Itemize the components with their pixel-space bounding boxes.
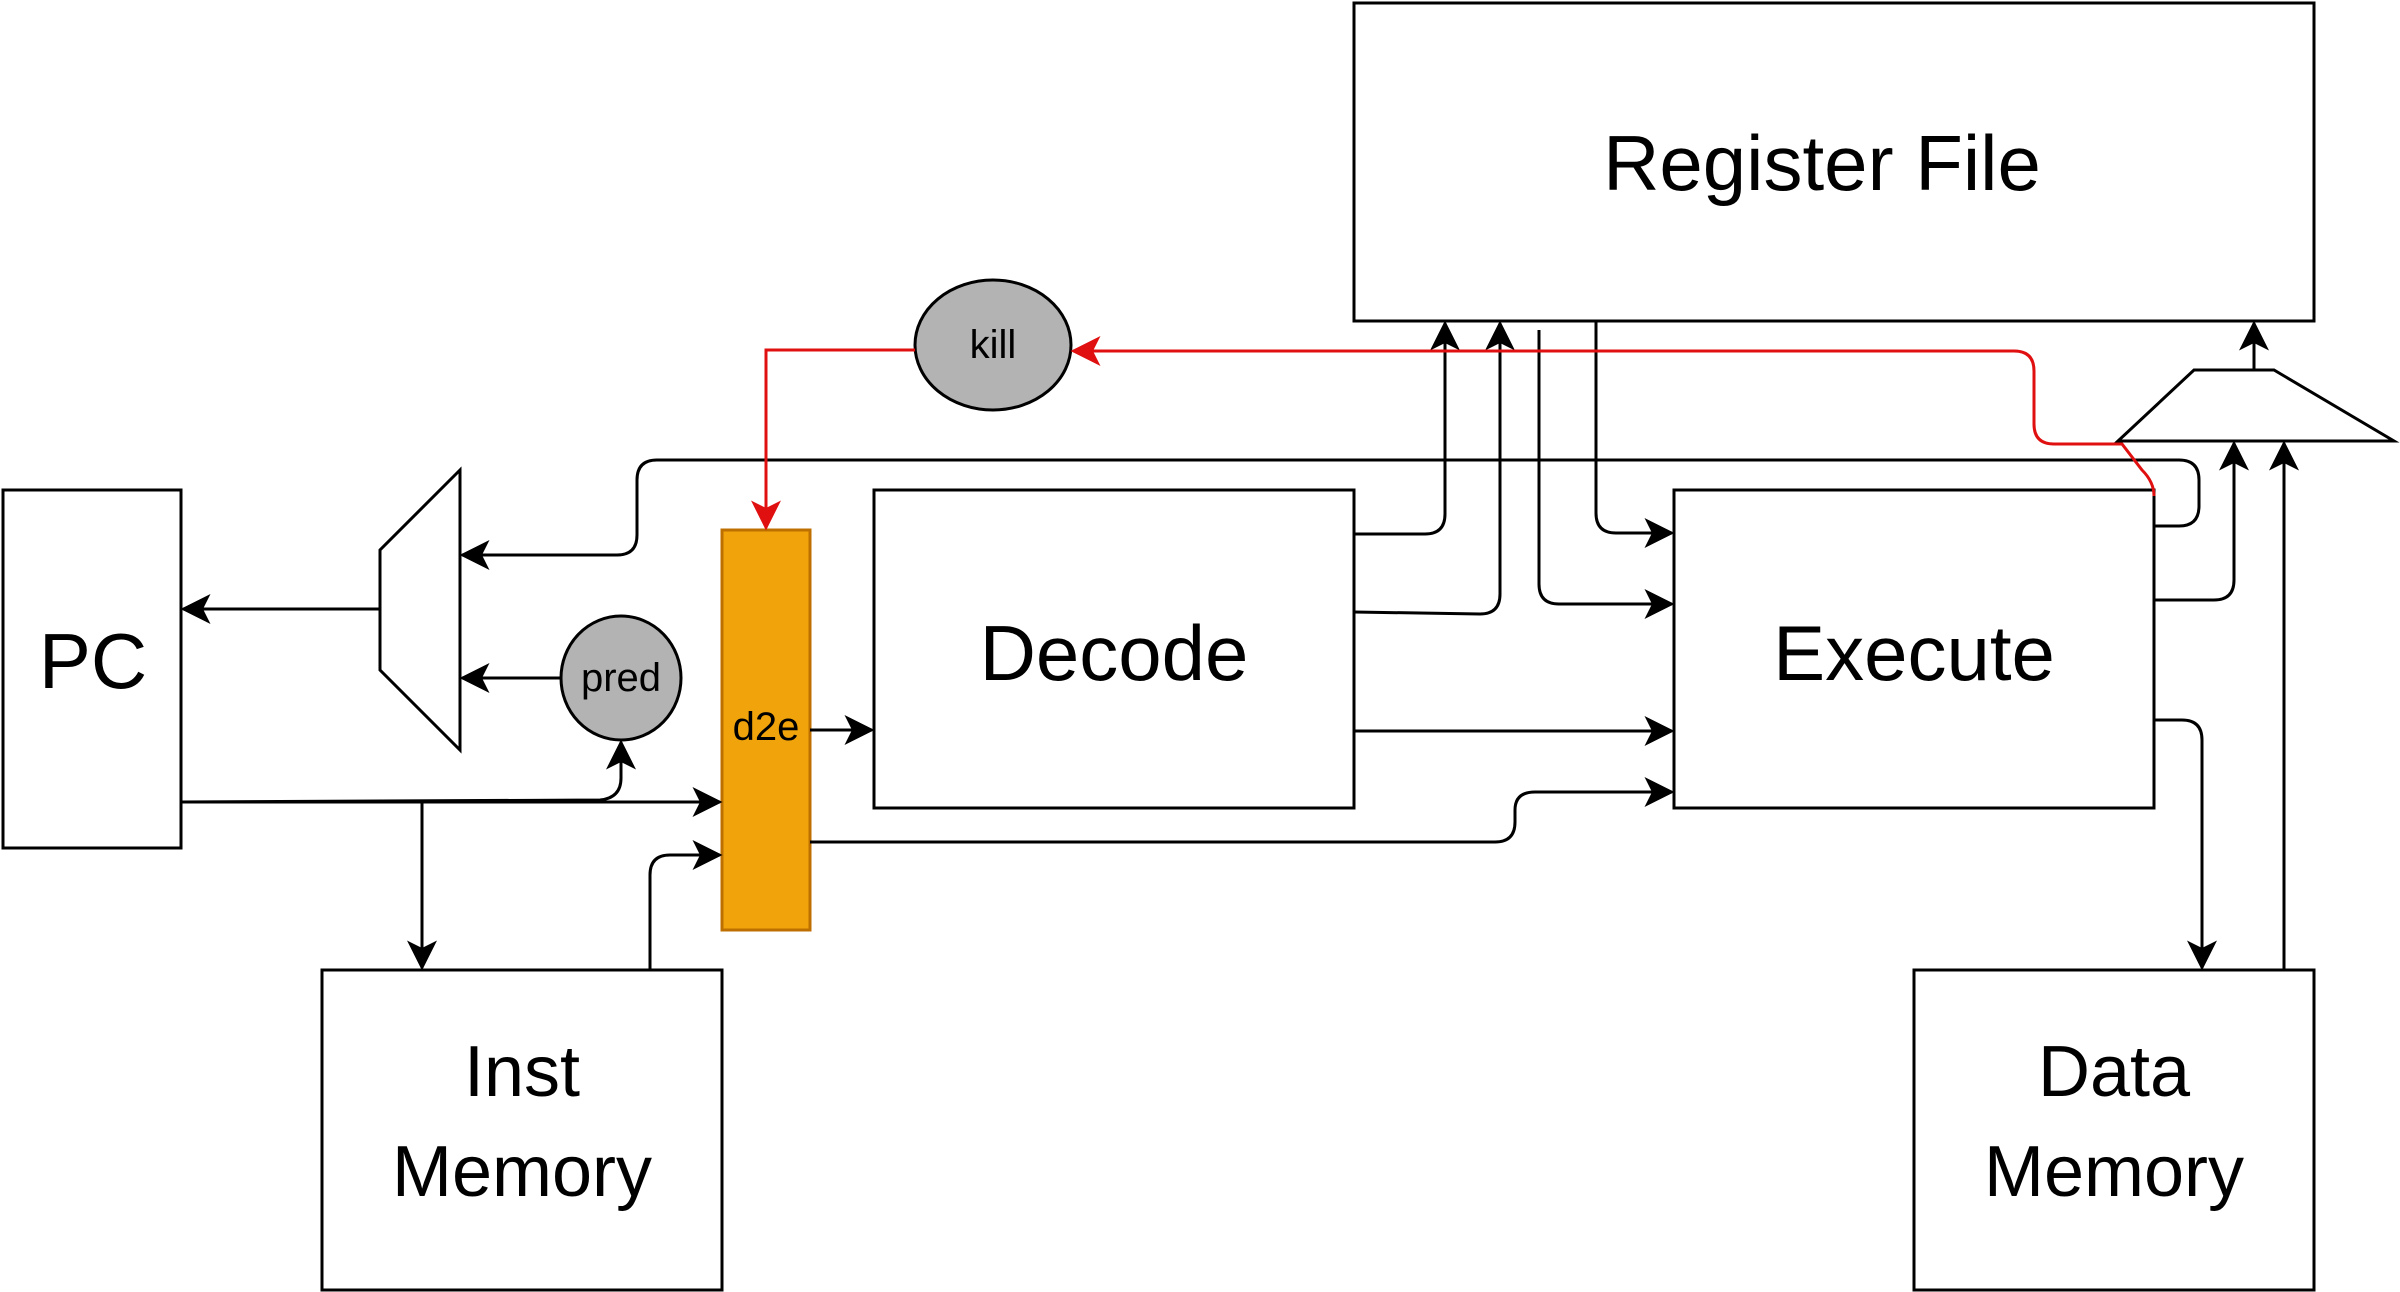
pc-select-mux bbox=[378, 466, 462, 754]
pc-to-pred-wire bbox=[180, 739, 636, 804]
execute-redirect-to-mux-wire bbox=[459, 458, 2201, 570]
execute-kill-to-kill-node-wire bbox=[1070, 336, 2156, 497]
data-memory-label-line1: Data bbox=[2038, 1032, 2191, 1112]
d2e-bypass-to-execute-wire bbox=[810, 777, 1675, 844]
regfile-data1-to-execute-wire bbox=[1594, 321, 1675, 548]
d2e-label: d2e bbox=[733, 705, 800, 749]
execute-to-data-memory-wire bbox=[2154, 718, 2217, 971]
pc-label: PC bbox=[39, 617, 147, 705]
execute-block: Execute bbox=[1672, 488, 2156, 810]
decode-to-regfile-read2-wire bbox=[1353, 320, 1515, 616]
wires bbox=[180, 320, 2299, 971]
decode-block: Decode bbox=[872, 488, 1356, 810]
register-file-block: Register File bbox=[1352, 1, 2316, 323]
inst-memory-label-line1: Inst bbox=[464, 1032, 580, 1112]
decode-to-regfile-read1-wire bbox=[1354, 320, 1460, 536]
pc-block: PC bbox=[1, 488, 183, 850]
execute-label: Execute bbox=[1773, 609, 2055, 697]
d2e-register: d2e bbox=[720, 528, 812, 932]
pred-label: pred bbox=[581, 656, 661, 700]
data-memory-label-line2: Memory bbox=[1984, 1132, 2244, 1212]
execute-to-writeback-mux-wire bbox=[2154, 440, 2249, 602]
inst-memory-block: Inst Memory bbox=[320, 968, 724, 1292]
pred-node: pred bbox=[559, 614, 683, 742]
register-file-label: Register File bbox=[1603, 119, 2041, 207]
inst-memory-label-line2: Memory bbox=[392, 1132, 652, 1212]
kill-node-to-d2e-wire bbox=[751, 348, 915, 531]
inst-memory-to-d2e-wire bbox=[648, 840, 723, 970]
kill-label: kill bbox=[970, 323, 1017, 367]
regfile-data2-to-execute-wire bbox=[1537, 330, 1675, 619]
decode-label: Decode bbox=[980, 609, 1249, 697]
writeback-mux bbox=[2114, 368, 2400, 443]
data-memory-block: Data Memory bbox=[1912, 968, 2316, 1292]
kill-node: kill bbox=[913, 278, 1073, 412]
